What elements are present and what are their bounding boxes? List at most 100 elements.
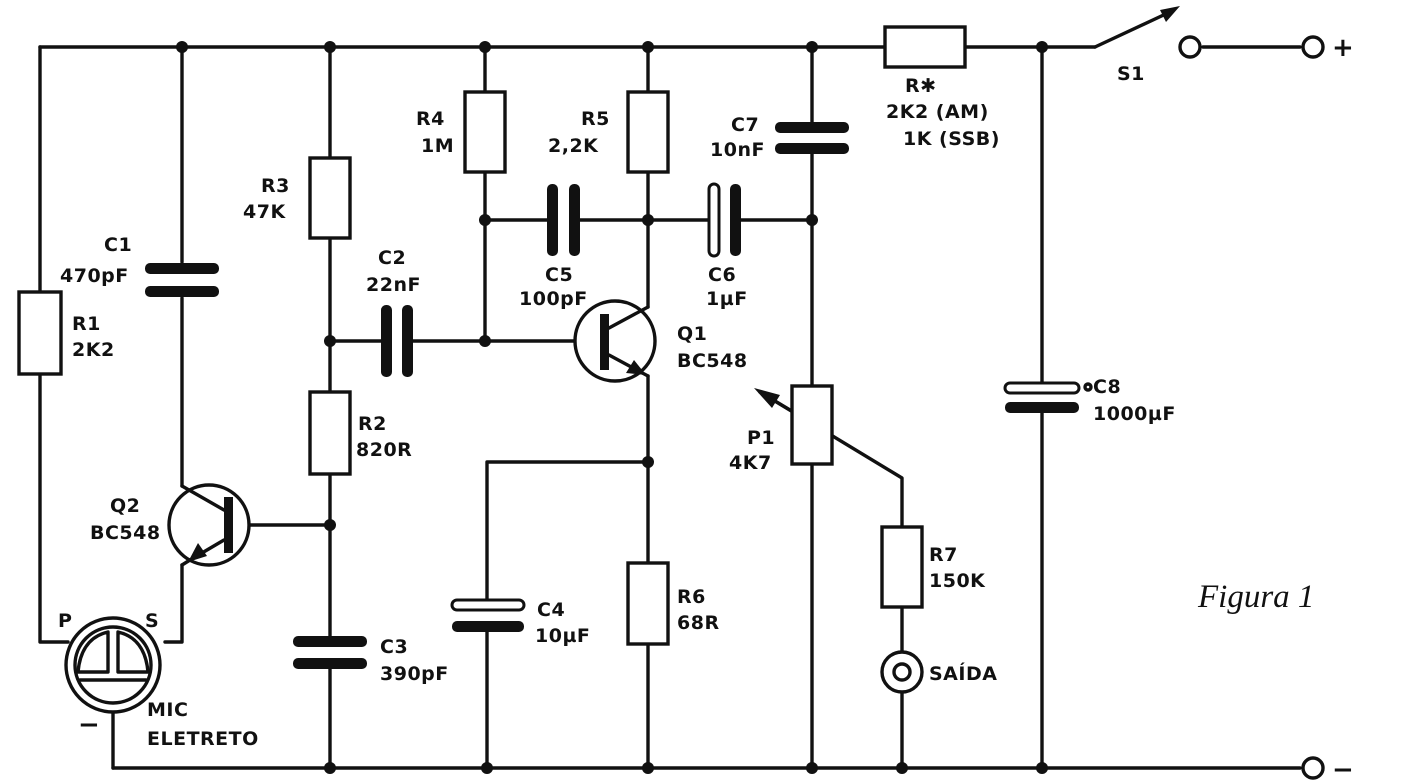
junction-dot [642,41,654,53]
c1-label: C1 [104,234,132,256]
p1-potentiometer [790,384,834,466]
c5-value: 100pF [519,288,588,310]
rstar-value-ssb: 1K (SSB) [903,128,1000,150]
minus-terminal [1301,756,1325,780]
c4-label: C4 [537,599,565,621]
transistor-q2 [167,483,251,567]
r7-value: 150K [929,570,986,592]
rstar-resistor [883,25,967,69]
c8-plate [1005,402,1079,413]
q2-emitter-arrow [188,543,207,562]
r1-label: R1 [72,313,101,335]
q1-label: Q1 [677,323,707,345]
junction-dot [479,335,491,347]
c2-label: C2 [378,247,406,269]
s1-contact-terminal [1178,35,1202,59]
p1-value: 4K7 [729,452,772,474]
r3-resistor [308,156,352,240]
output-jack-inner [892,662,912,682]
q1-emitter-arrow [626,360,646,375]
q2-base-bar [224,497,233,553]
mic-label-line2: ELETRETO [147,728,259,750]
r5-value: 2,2K [548,135,599,157]
junction-dot [806,762,818,774]
mic-minus-sign: − [78,710,100,740]
c2-plate [402,305,413,377]
plus-terminal [1301,35,1325,59]
transistor-q1 [573,299,657,383]
c5-plate [569,184,580,256]
r1-branch-wire [38,45,70,644]
junction-dot [324,519,336,531]
c6-value: 1µF [706,288,748,310]
c6-plate-positive [707,182,721,258]
c1-branch-wire [163,45,184,644]
junction-dot [324,335,336,347]
c1-value: 470pF [60,265,129,287]
junction-dot [1036,762,1048,774]
mic-element-left [76,630,110,674]
junction-dot [324,762,336,774]
r4-label: R4 [416,108,445,130]
output-jack [880,650,924,694]
c6-label: C6 [708,264,736,286]
r1-value: 2K2 [72,339,115,361]
r7-resistor [880,525,924,609]
mic-pin-p: P [58,610,72,632]
component-labels: R1 2K2 C1 470pF R3 47K R2 820R C2 22nF R… [58,33,1354,784]
c5-plate [547,184,558,256]
c6-plate [730,184,741,256]
r3-value: 47K [243,201,286,223]
mic-element-right [116,630,150,674]
r5-label: R5 [581,108,610,130]
r2-resistor [308,390,352,476]
c3-value: 390pF [380,663,449,685]
junction-dot [806,41,818,53]
rstar-value-am: 2K2 (AM) [886,101,989,123]
mic-label-line1: MIC [147,699,188,721]
s1-lever [1093,10,1172,49]
rstar-label: R✱ [905,75,937,97]
q1-collector-lead [607,305,650,330]
p1-label: P1 [747,427,775,449]
c4-plate [452,621,524,632]
c8-polarity-mark [1083,382,1093,392]
q2-value: BC548 [90,522,161,544]
junction-dot [176,41,188,53]
r2-value: 820R [356,439,412,461]
c1-plate [145,286,219,297]
wires [38,45,1302,770]
junction-dot [479,41,491,53]
p1-wiper-arrowhead [754,388,780,408]
junction-dot [481,762,493,774]
plus-sign: + [1332,33,1354,63]
c8-label: C8 [1093,376,1121,398]
c5-label: C5 [545,264,573,286]
junction-dot [896,762,908,774]
q2-label: Q2 [110,495,140,517]
c7-plate [775,122,849,133]
r4-value: 1M [421,135,454,157]
junction-dot [479,214,491,226]
c8-value: 1000µF [1093,403,1176,425]
c8-plate-positive [1003,381,1081,395]
r6-value: 68R [677,612,720,634]
r3-label: R3 [261,175,290,197]
c3-label: C3 [380,636,408,658]
c3-plate [293,636,367,647]
c7-value: 10nF [710,139,765,161]
r6-resistor [626,561,670,646]
q1-base-bar [600,314,609,370]
mic-inner-ring [73,625,153,705]
junction-dot [324,41,336,53]
capacitors [145,122,1093,669]
q2-body [167,483,251,567]
figure-caption: Figura 1 [1197,579,1314,615]
junction-dot [642,456,654,468]
c4-branch-wire [485,460,650,770]
c4-value: 10µF [535,625,590,647]
junction-dots [176,41,1048,774]
q1-value: BC548 [677,350,748,372]
c7-plate [775,143,849,154]
output-label: SAÍDA [929,662,997,685]
